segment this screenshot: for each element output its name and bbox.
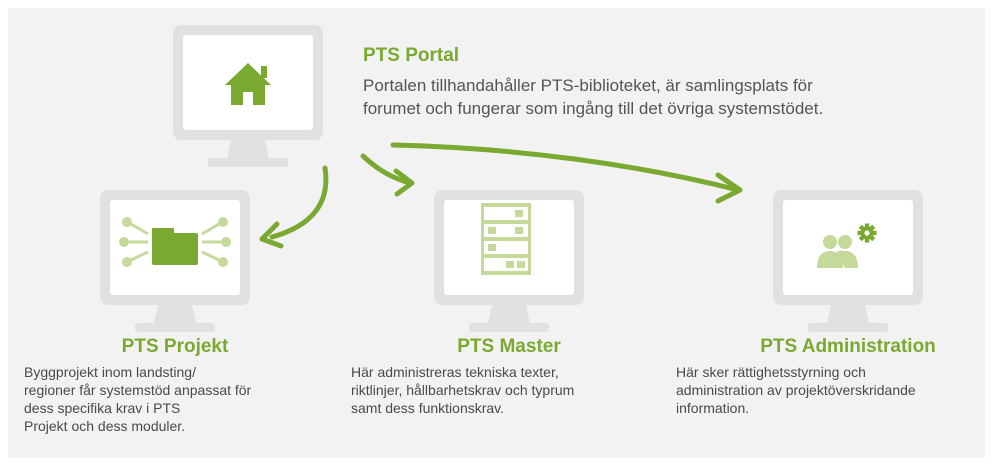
portal-description-line: Portalen tillhandahåller PTS-biblioteket… [363, 76, 813, 95]
projekt-description-line: Projekt och dess moduler. [24, 418, 186, 434]
arrow-to-master [360, 153, 415, 197]
arrow-to-projekt [259, 165, 329, 249]
portal-description: Portalen tillhandahåller PTS-biblioteket… [363, 74, 963, 120]
projekt-description-line: regioner får systemstöd anpassat för [24, 382, 252, 398]
master-description-line: riktlinjer, hållbarhetskrav och typrum [351, 382, 575, 398]
projekt-description-line: dess specifika krav i PTS [24, 400, 181, 416]
portal-monitor [173, 25, 323, 167]
master-title: PTS Master [457, 336, 561, 357]
administration-description: Här sker rättighetsstyrning och administ… [676, 363, 976, 417]
folder-network-icon [119, 217, 231, 267]
master-description: Här administreras tekniska texter, riktl… [351, 363, 651, 417]
projekt-monitor [100, 190, 250, 332]
portal-description-line: forumet och fungerar som ingång till det… [363, 99, 824, 118]
projekt-title: PTS Projekt [121, 336, 229, 357]
projekt-description-line: Byggprojekt inom landsting/ [24, 364, 196, 380]
administration-description-line: information. [676, 400, 750, 416]
master-description-line: Här administreras tekniska texter, [351, 364, 559, 380]
administration-monitor [773, 190, 923, 332]
projekt-description: Byggprojekt inom landsting/ regioner får… [24, 363, 324, 435]
users-gear-icon [817, 223, 877, 268]
master-description-line: samt dess funktionskrav. [351, 400, 505, 416]
server-rack-icon [481, 203, 531, 275]
arrow-to-administration [390, 142, 743, 204]
administration-description-line: administration av projektöverskridande [676, 382, 916, 398]
house-icon [225, 63, 271, 105]
administration-title: PTS Administration [760, 336, 936, 357]
administration-description-line: Här sker rättighetsstyrning och [676, 364, 866, 380]
master-monitor [434, 190, 584, 332]
portal-title: PTS Portal [363, 45, 460, 66]
